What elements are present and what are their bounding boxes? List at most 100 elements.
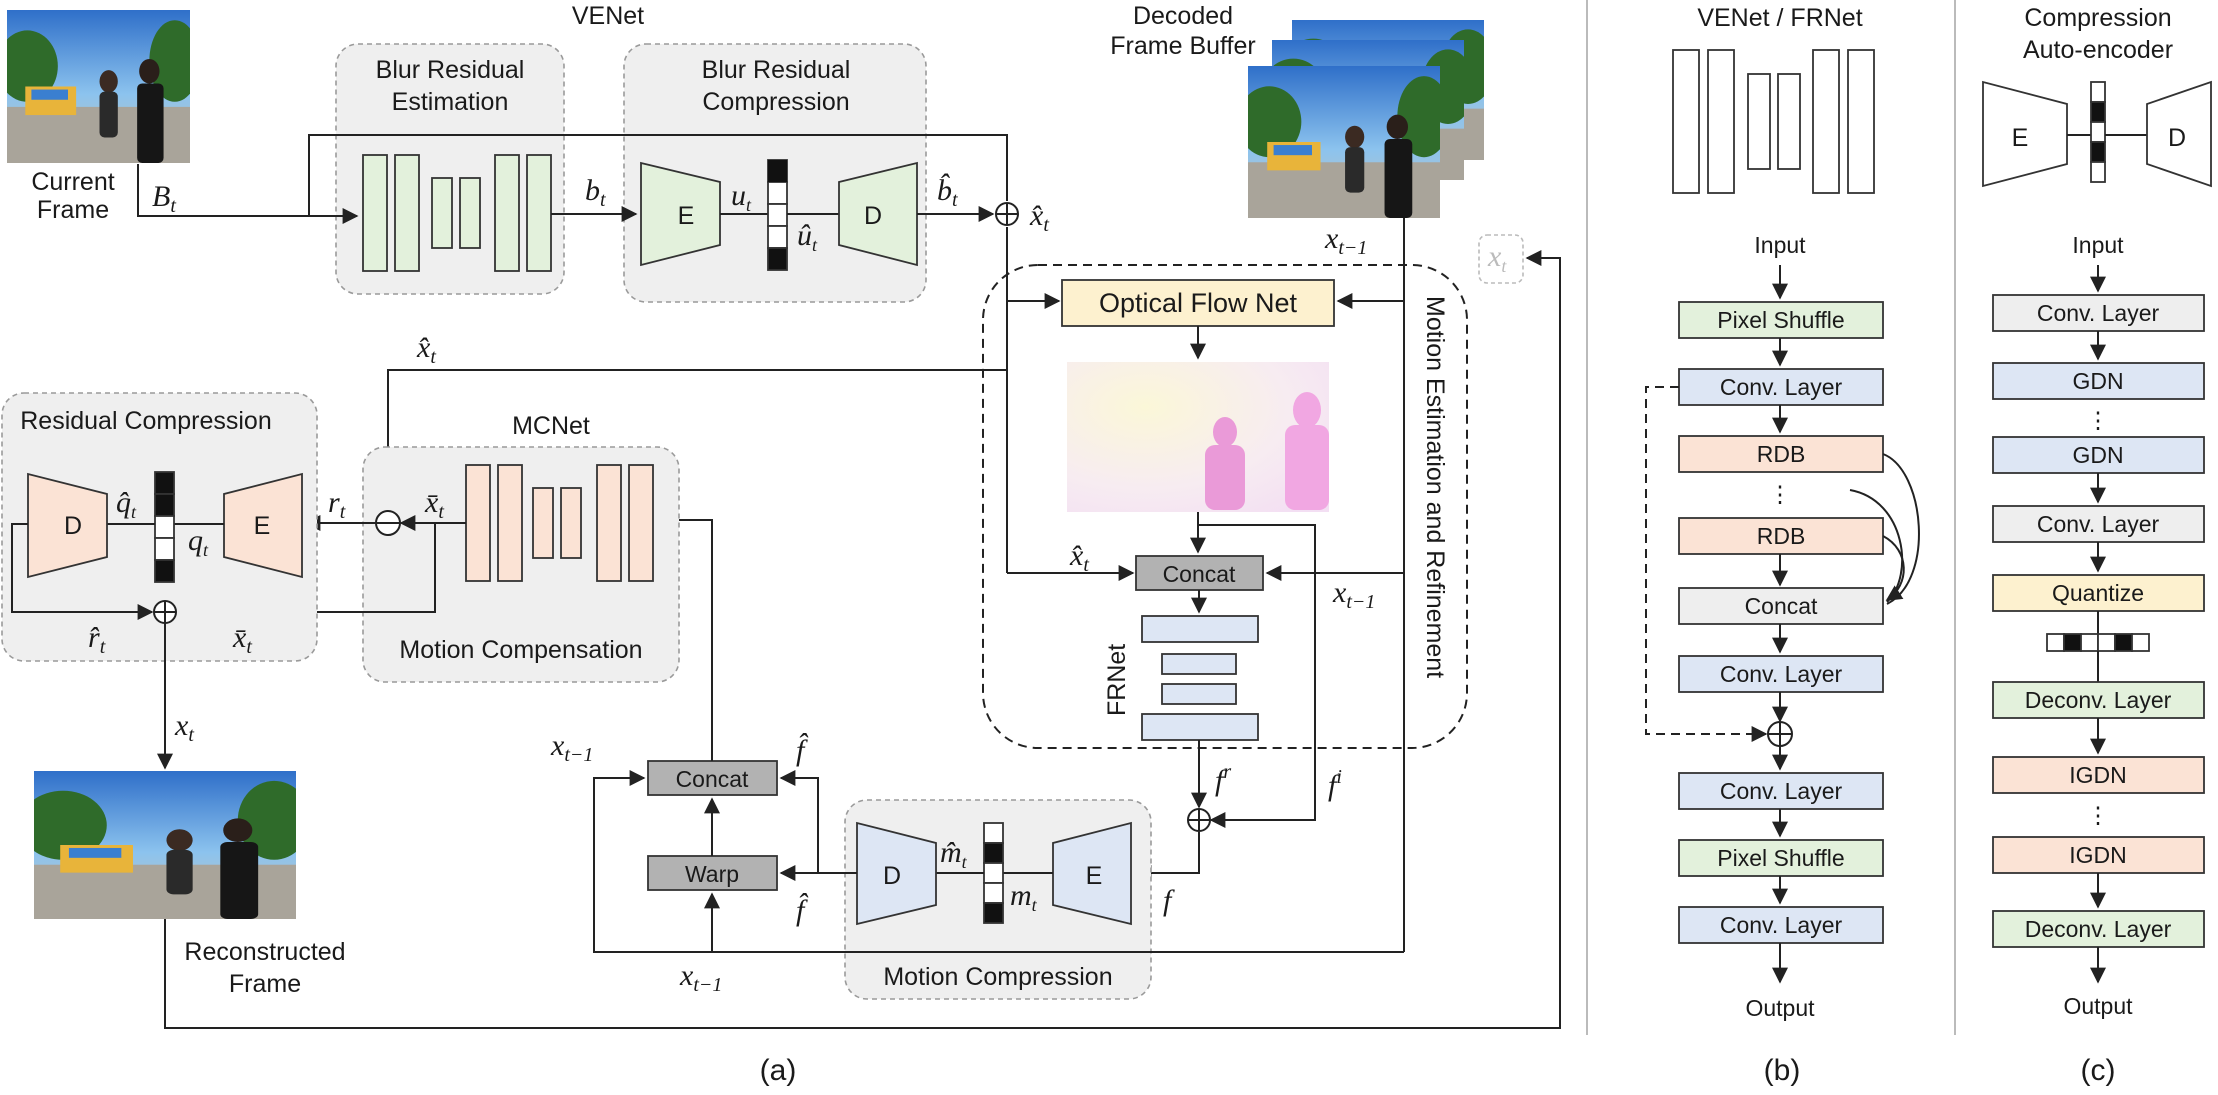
b-conv-layer-3-label: Conv. Layer (1720, 778, 1843, 804)
c-conv-layer-1 (1992, 294, 2205, 332)
symbol-f: f (1163, 884, 1175, 917)
b-concat-label: Concat (1745, 593, 1818, 619)
c-latent-code (2090, 81, 2106, 183)
b-conv-layer-4-label: Conv. Layer (1720, 912, 1843, 938)
c-deconv-layer-1 (1992, 681, 2205, 719)
symbol-f-r: fr (1215, 761, 1231, 797)
motion-encoder-label: E (1086, 862, 1103, 890)
c-igdn-2-label: IGDN (2069, 842, 2127, 868)
symbol-x-tm1-buffer: xt−1 (1324, 222, 1367, 259)
mcnet-title: MCNet (512, 412, 590, 440)
residual-decoder (27, 472, 108, 579)
b-pixel-shuffle-1 (1678, 301, 1884, 339)
c-encoder-label: E (2012, 124, 2029, 152)
b-rdb-2-label: RDB (1757, 523, 1806, 549)
symbol-r-t: rt (328, 486, 346, 523)
panel-c-output: Output (2063, 993, 2133, 1019)
panel-b-input: Input (1754, 232, 1806, 258)
c-decoder-icon (2146, 80, 2212, 188)
symbol-x-hat-concat: x̂t (1069, 539, 1089, 576)
optical-flow-image (1067, 362, 1329, 512)
c-igdn-1 (1992, 756, 2205, 794)
x-t-placeholder (1478, 234, 1524, 284)
c-decoder-label: D (2168, 124, 2186, 152)
c-deconv-layer-1-label: Deconv. Layer (2025, 687, 2172, 713)
symbol-x-t-out: xt (174, 709, 194, 746)
venet-title: VENet (572, 2, 644, 30)
symbol-f-i: fi (1328, 766, 1342, 802)
symbol-f-hat-bottom: f̂ (796, 893, 809, 927)
decoded-frame-stack (1237, 20, 1494, 218)
residual-encoder-label: E (254, 512, 271, 540)
current-frame-image (0, 10, 200, 163)
symbol-x-hat-mid: x̂t (416, 331, 436, 368)
c-deconv-layer-2 (1992, 910, 2205, 948)
symbol-x-tm1-concat: xt−1 (1332, 576, 1375, 613)
motion-compression-title: Motion Compression (883, 963, 1112, 991)
b-pixel-shuffle-2-label: Pixel Shuffle (1717, 845, 1844, 871)
c-igdn-2 (1992, 836, 2205, 874)
panel-a-caption: (a) (760, 1054, 797, 1087)
concat-mc-label: Concat (676, 766, 749, 792)
symbol-m-t: mt (1010, 879, 1038, 915)
b-ellipsis: ⋮ (1769, 481, 1792, 507)
c-quantized-code (2046, 633, 2150, 652)
residual-encoder (223, 472, 303, 579)
c-conv-layer-1-label: Conv. Layer (2037, 300, 2160, 326)
circle-plus-icon (1187, 808, 1211, 832)
circle-plus-icon (995, 202, 1019, 226)
symbol-b-t: bt (585, 174, 606, 211)
c-ellipsis-2: ⋮ (2087, 802, 2110, 828)
b-pixel-shuffle-1-label: Pixel Shuffle (1717, 307, 1844, 333)
panel-c-input: Input (2072, 232, 2124, 258)
motion-compensation-title: Motion Compensation (399, 636, 642, 664)
panel-b: VENet / FRNet Input Pixel Shuffle Conv. … (1645, 4, 1920, 1087)
circle-minus-icon (375, 510, 401, 536)
b-rdb-1 (1678, 435, 1884, 473)
blur-decoder-label: D (864, 202, 882, 230)
mcnet-blocks (465, 464, 654, 582)
symbol-x-tm1-left: xt−1 (550, 729, 593, 766)
frnet-label: FRNet (1103, 644, 1131, 716)
motion-estimation-group (982, 264, 1468, 749)
b-conv-layer-2-label: Conv. Layer (1720, 661, 1843, 687)
optical-flow-net-label: Optical Flow Net (1099, 288, 1298, 318)
warp-box (647, 855, 778, 891)
symbol-x-tm1-bottom: xt−1 (679, 959, 722, 996)
residual-compression-title: Residual Compression (20, 407, 272, 435)
c-igdn-1-label: IGDN (2069, 762, 2127, 788)
symbol-b-hat: b̂t (937, 173, 958, 211)
blur-decoder (838, 161, 918, 267)
b-conv-layer-1-label: Conv. Layer (1720, 374, 1843, 400)
motion-encoder (1052, 821, 1132, 926)
frnet-blocks (1141, 615, 1259, 741)
circle-plus-icon (153, 600, 177, 624)
c-gdn-1-label: GDN (2072, 368, 2123, 394)
c-gdn-2-label: GDN (2072, 442, 2123, 468)
symbol-B-t: Bt (152, 180, 176, 217)
motion-decoder-label: D (883, 862, 901, 890)
motion-estimation-title: Motion Estimation and Refinement (1421, 296, 1449, 678)
c-deconv-layer-2-label: Deconv. Layer (2025, 916, 2172, 942)
symbol-f-hat-top: f̂ (796, 733, 809, 767)
symbol-x-hat-top: x̂t (1029, 199, 1049, 236)
c-conv-layer-2 (1992, 505, 2205, 543)
b-pixel-shuffle-2 (1678, 839, 1884, 877)
c-gdn-1 (1992, 362, 2205, 400)
warp-label: Warp (685, 861, 739, 887)
panel-b-icon-blocks (1672, 49, 1875, 194)
panel-b-title: VENet / FRNet (1697, 4, 1862, 32)
blur-encoder (640, 161, 721, 267)
c-conv-layer-2-label: Conv. Layer (2037, 511, 2160, 537)
reconstructed-frame-image (19, 771, 310, 919)
motion-decoder (856, 821, 937, 926)
b-rdb-1-label: RDB (1757, 441, 1806, 467)
c-ellipsis-1: ⋮ (2087, 407, 2110, 433)
c-encoder-icon (1982, 80, 2068, 188)
